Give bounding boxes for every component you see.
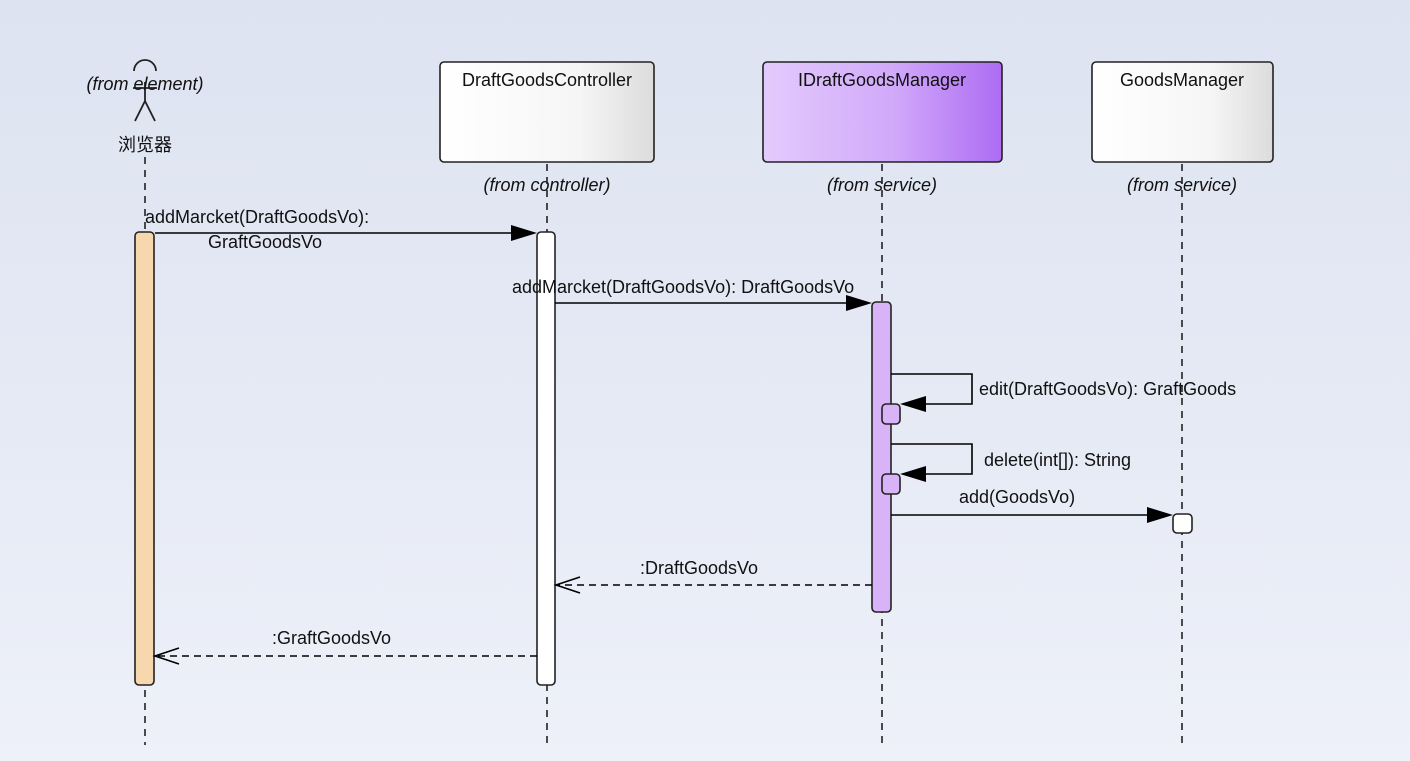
message-label: addMarcket(DraftGoodsVo): DraftGoodsVo — [512, 277, 854, 297]
message-label-line1: addMarcket(DraftGoodsVo): — [145, 207, 369, 227]
actor-right-leg — [144, 100, 156, 122]
open-arrow-icon — [152, 647, 180, 665]
message-line — [891, 373, 973, 405]
participant-goodsmanager[interactable]: GoodsManager — [1091, 61, 1274, 163]
actor-name: 浏览器 — [118, 135, 172, 155]
message-line — [891, 443, 973, 475]
message-label: delete(int[]): String — [984, 450, 1131, 470]
message-label-line2: GraftGoodsVo — [208, 232, 322, 252]
message-add: add(GoodsVo) — [891, 487, 1173, 523]
participant-name: GoodsManager — [1120, 70, 1244, 90]
participant-origin-goodsmanager: (from service) — [1127, 175, 1237, 195]
participant-box — [762, 61, 1003, 163]
participant-box — [1091, 61, 1274, 163]
message-delete-self: delete(int[]): String — [891, 443, 1131, 482]
activation-self-edit — [881, 403, 901, 425]
actor-stereotype: (from element) — [86, 74, 203, 94]
arrow-head-icon — [1147, 507, 1173, 523]
message-addmarcket-1: addMarcket(DraftGoodsVo): GraftGoodsVo — [145, 207, 537, 252]
participant-controller[interactable]: DraftGoodsController — [439, 61, 655, 163]
activation-self-delete — [881, 473, 901, 495]
message-label: add(GoodsVo) — [959, 487, 1075, 507]
participant-name: IDraftGoodsManager — [798, 70, 966, 90]
participant-name: DraftGoodsController — [462, 70, 632, 90]
message-edit-self: edit(DraftGoodsVo): GraftGoods — [891, 373, 1236, 412]
arrow-head-icon — [900, 396, 926, 412]
participant-box — [439, 61, 655, 163]
activation-actor — [134, 231, 155, 686]
actor-left-leg — [134, 100, 146, 122]
message-return-draftgoodsvo: :DraftGoodsVo — [553, 558, 872, 594]
participant-origin-idraftgoodsmanager: (from service) — [827, 175, 937, 195]
message-addmarcket-2: addMarcket(DraftGoodsVo): DraftGoodsVo — [512, 277, 872, 311]
actor-browser: (from element) 浏览器 — [86, 59, 204, 155]
actor-head-icon — [133, 59, 157, 72]
participant-idraftgoodsmanager[interactable]: IDraftGoodsManager — [762, 61, 1003, 163]
message-return-graftgoodsvo: :GraftGoodsVo — [152, 628, 537, 665]
arrow-head-icon — [511, 225, 537, 241]
open-arrow-icon — [553, 576, 581, 594]
message-label: :GraftGoodsVo — [272, 628, 391, 648]
activation-idraftgoodsmanager — [871, 301, 892, 613]
arrow-head-icon — [846, 295, 872, 311]
message-label: :DraftGoodsVo — [640, 558, 758, 578]
activation-goodsmanager — [1172, 513, 1193, 534]
message-label: edit(DraftGoodsVo): GraftGoods — [979, 379, 1236, 399]
activation-controller — [536, 231, 556, 686]
participant-origin-controller: (from controller) — [483, 175, 610, 195]
arrow-head-icon — [900, 466, 926, 482]
